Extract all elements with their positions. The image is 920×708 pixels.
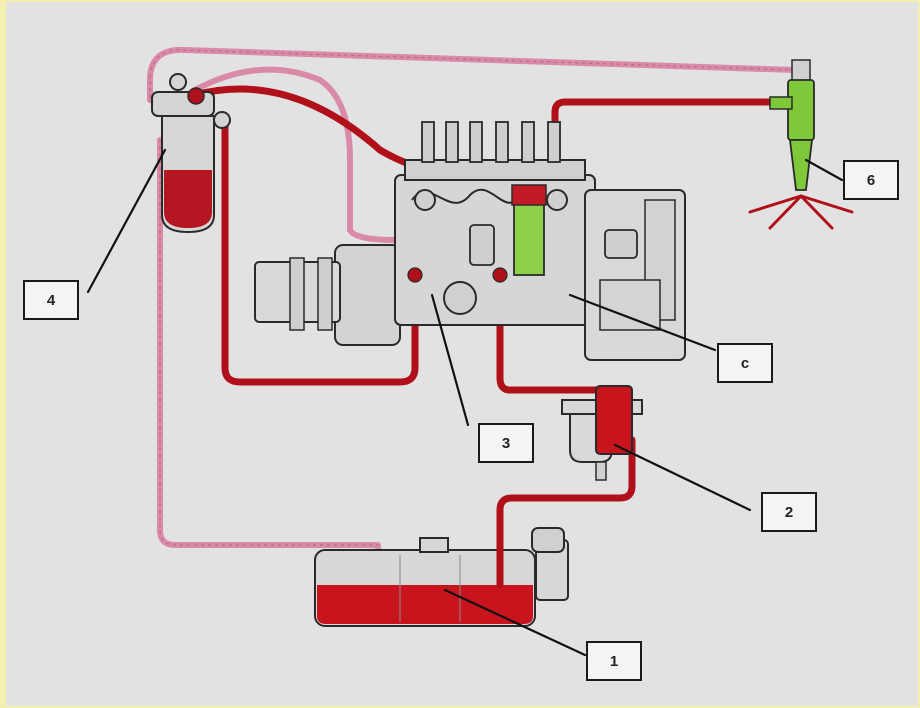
- callout-2: 2: [761, 492, 817, 532]
- high-pressure-line: [555, 102, 790, 140]
- injection-pump: [255, 122, 685, 360]
- leader-line-6: [806, 160, 842, 180]
- injector-spray: [750, 196, 852, 228]
- injector: [750, 60, 852, 228]
- leader-line-4: [88, 150, 165, 292]
- callout-3: 3: [478, 423, 534, 463]
- callout-5: c: [717, 343, 773, 383]
- callout-6: 6: [843, 160, 899, 200]
- callout-1: 1: [586, 641, 642, 681]
- callout-4: 4: [23, 280, 79, 320]
